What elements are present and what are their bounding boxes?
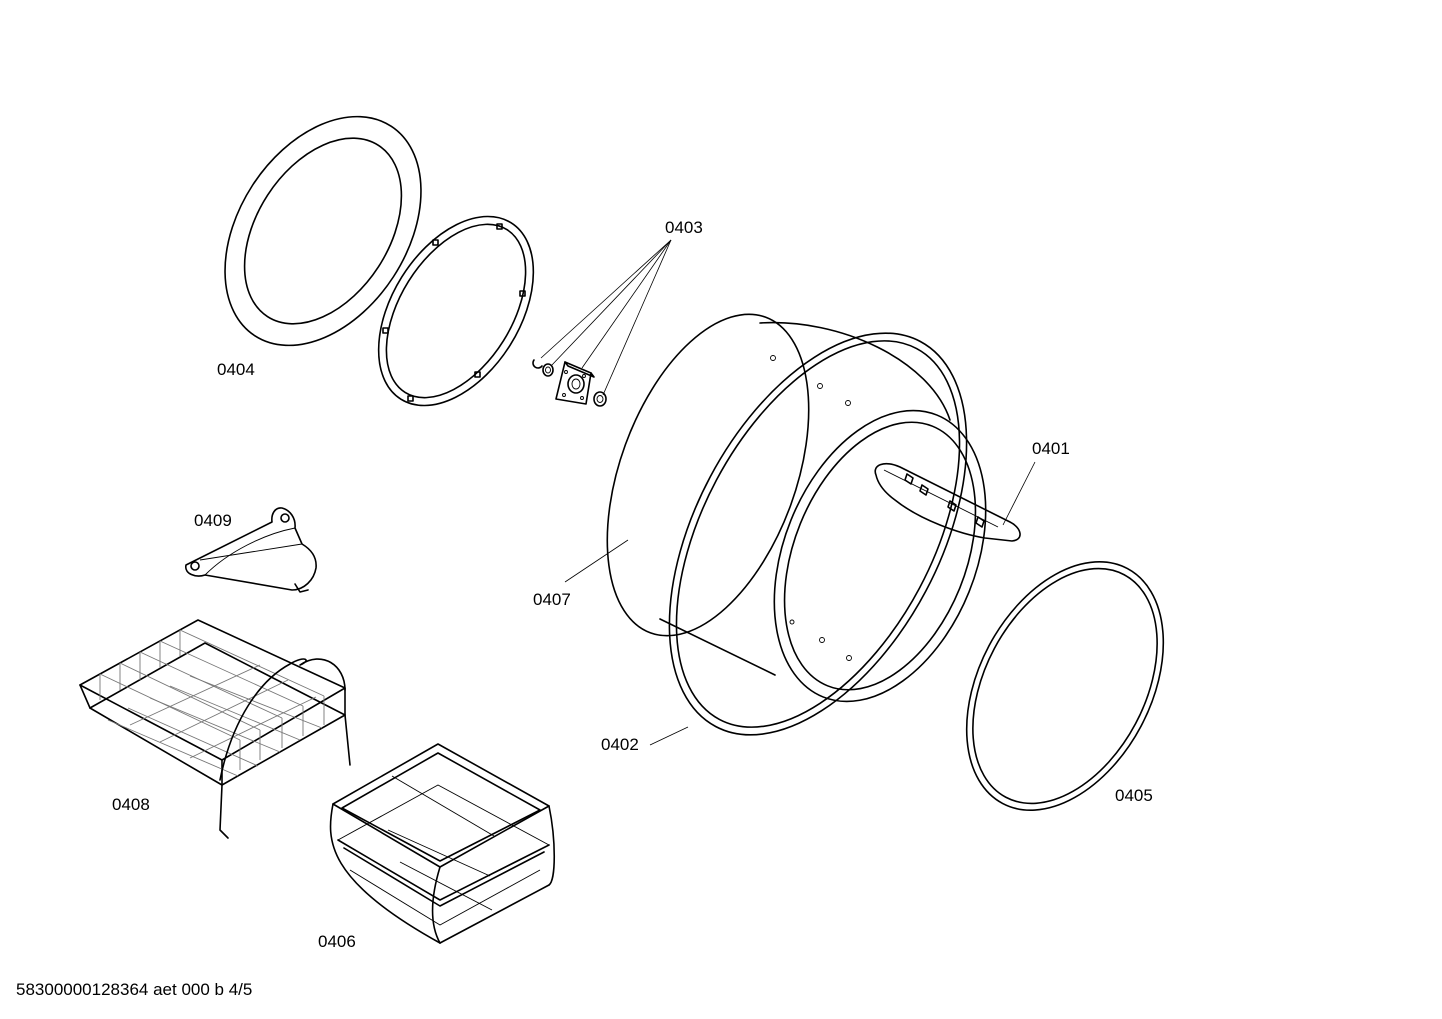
part-0406-shoe-rack — [329, 743, 556, 944]
document-footer-code: 58300000128364 aet 000 b 4/5 — [16, 980, 253, 999]
label-0407: 0407 — [533, 590, 571, 609]
gasket-tabs — [382, 223, 526, 402]
label-0403: 0403 — [665, 218, 703, 237]
part-0405-rear-seal — [965, 561, 1165, 811]
label-0409: 0409 — [194, 511, 232, 530]
part-0404-ring — [224, 115, 422, 347]
leader-lines — [564, 461, 1036, 746]
part-0402-seal-ring — [668, 332, 968, 736]
part-0404-gasket-frame — [377, 215, 535, 407]
label-0408: 0408 — [112, 795, 150, 814]
label-0405: 0405 — [1115, 786, 1153, 805]
part-0403-bearing-kit — [532, 359, 607, 407]
part-0409-bracket — [185, 507, 317, 593]
label-0401: 0401 — [1032, 439, 1070, 458]
label-0402: 0402 — [601, 735, 639, 754]
part-0408-drying-rack — [79, 619, 351, 839]
label-0404: 0404 — [217, 360, 255, 379]
part-0401-drum-paddle — [874, 463, 1021, 542]
leader-lines-0403 — [540, 239, 672, 396]
part-0407-drum — [606, 313, 987, 703]
label-0406: 0406 — [318, 932, 356, 951]
